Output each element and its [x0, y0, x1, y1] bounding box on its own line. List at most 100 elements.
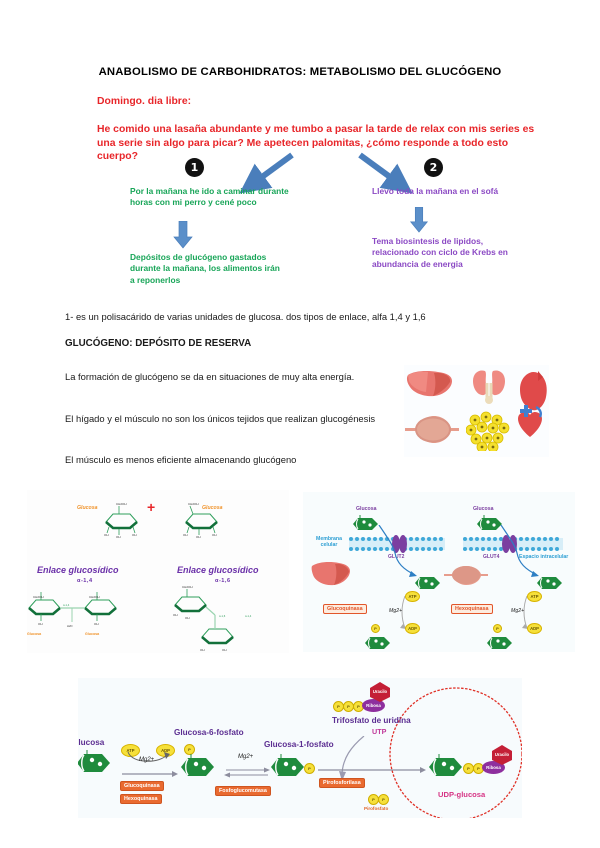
hexose-udp-glucosa: [429, 754, 462, 776]
cofactor-arc-right: [522, 595, 528, 629]
enzyme-hexoquinasa: Hexoquinasa: [451, 604, 493, 614]
note-musculo: El músculo es menos eficiente almacenand…: [65, 454, 297, 465]
glucose-label-right: Glucosa: [473, 506, 494, 512]
phosphate-g1p: P: [304, 763, 315, 774]
svg-text:CH2OH: CH2OH: [33, 595, 44, 599]
kidneys-organ: [473, 370, 505, 404]
hexose-g1p: [271, 754, 304, 776]
branch-one-conclusion: Depósitos de glucógeno gastados durante …: [130, 252, 280, 285]
hexose-left-phosphorylated: [365, 637, 390, 649]
intracellular-space-label: Espacio intracelular: [519, 554, 569, 560]
adp-node-right: ADP: [527, 623, 542, 634]
disaccharide-alpha-1-4: CH2OH CH2OH α-1,4 OH OH H2O Glucosa Gluc…: [27, 592, 117, 636]
glucose-label-top-left: Glucosa: [77, 505, 98, 511]
svg-text:OH: OH: [222, 648, 227, 652]
svg-text:H2O: H2O: [67, 624, 73, 628]
cofactor-label-left: Mg2+: [389, 608, 403, 614]
svg-text:Glucosa: Glucosa: [27, 632, 42, 636]
muscle-organ-small: [444, 566, 488, 585]
hexose-right-phosphorylated: [487, 637, 512, 649]
reaction-arrow-3: [318, 767, 426, 773]
muscle-organ: [405, 416, 459, 443]
pyranose-ring-top-right: CH2OH OH OH OH: [183, 502, 218, 538]
svg-text:Glucosa: Glucosa: [85, 632, 100, 636]
fat-cells: [466, 411, 510, 451]
heart-organ: [518, 371, 547, 437]
branch-two-premise: Llevo toda la mañana en el sofá: [372, 186, 499, 196]
bond-label-alpha-1-4: Enlace glucosídico: [37, 565, 119, 575]
section-heading-reserva: GLUCÓGENO: DEPÓSITO DE RESERVA: [65, 338, 252, 349]
svg-text:CH2OH: CH2OH: [182, 585, 193, 589]
pyrophosphate-label: Pirofosfato: [364, 806, 389, 811]
ribose-utp: Ribosa: [362, 699, 385, 712]
note-higado: El hígado y el músculo no son los únicos…: [65, 413, 376, 424]
phosphate-g6p: P: [184, 744, 195, 755]
svg-text:OH: OH: [173, 613, 178, 617]
uracil-udp-shape: [492, 745, 512, 765]
pyrophosphate-p2: P: [378, 794, 389, 805]
cofactor-mg-2: Mg2+: [238, 754, 254, 760]
svg-text:OH: OH: [104, 533, 109, 537]
svg-text:OH: OH: [200, 648, 205, 652]
svg-text:CH2OH: CH2OH: [188, 502, 199, 506]
branch-number-1: 1: [185, 158, 204, 177]
svg-text:α-1,6: α-1,6: [219, 614, 226, 618]
cofactor-arc-left: [400, 595, 406, 629]
branch-one-arrow: [173, 221, 193, 249]
cofactor-arc-pathway-1: [127, 752, 170, 762]
bond-label-alpha-1-6: Enlace glucosídico: [177, 565, 259, 575]
figure-glycosidic-bonds: + Glucosa Glucosa CH2OH OH OH OH CH2OH O…: [27, 490, 289, 653]
transport-arrow-left: [378, 525, 417, 577]
svg-text:OH: OH: [94, 622, 99, 626]
uracil-utp-shape: [370, 682, 390, 702]
svg-text:OH: OH: [185, 616, 190, 620]
metabolite-g1p: Glucosa-1-fosfato: [264, 740, 334, 749]
utp-full-name: Trifosfato de uridina: [332, 716, 411, 725]
diagonal-arrow-left: [240, 152, 294, 194]
liver-organ-small: [311, 562, 350, 586]
disaccharide-alpha-1-6: CH2OH OH OH α-1,6 α-1,4 OH OH: [173, 585, 252, 652]
note-polysaccharide: 1- es un polisacárido de varias unidades…: [65, 311, 426, 322]
phosphate-right: P: [493, 624, 502, 633]
page-title: ANABOLISMO DE CARBOHIDRATOS: METABOLISMO…: [98, 66, 502, 78]
uracil-udp-label: Uracilo: [494, 751, 510, 757]
glucose-label-top-right: Glucosa: [202, 505, 223, 511]
phosphate-left: P: [371, 624, 380, 633]
svg-text:α-1,4: α-1,4: [63, 603, 70, 607]
hexose-right-outside: [477, 515, 502, 530]
branch-number-2: 2: [424, 158, 443, 177]
hexose-g6p: [181, 754, 214, 776]
intro-body-text: He comido una lasaña abundante y me tumb…: [97, 124, 535, 163]
utp-input-arrow: [339, 736, 365, 781]
svg-text:OH: OH: [183, 533, 188, 537]
svg-text:OH: OH: [196, 535, 201, 538]
enzyme-hexoquinasa-pathway: Hexoquinasa: [120, 794, 162, 804]
atp-node-right: ATP: [527, 591, 542, 602]
transport-arrow-right: [500, 525, 539, 577]
metabolite-glucosa: Glucosa: [78, 738, 105, 747]
pyranose-ring-top-left: CH2OH OH OH OH: [104, 502, 138, 538]
svg-text:CH2OH: CH2OH: [89, 595, 100, 599]
enzyme-glucoquinasa-pathway: Glucoquinasa: [120, 781, 164, 791]
metabolite-g6p: Glucosa-6-fosfato: [174, 728, 244, 737]
note-formacion: La formación de glucógeno se da en situa…: [65, 371, 355, 382]
glucose-label-left: Glucosa: [356, 506, 377, 512]
membrane-label: Membrana celular: [316, 536, 342, 548]
enzyme-fosfoglucomutasa: Fosfoglucomutasa: [215, 786, 271, 796]
svg-text:CH2OH: CH2OH: [116, 502, 127, 506]
bond-sub-alpha-1-4: α-1,4: [77, 578, 93, 584]
transporter-label-glut4: GLUT4: [483, 554, 500, 560]
cofactor-mg-1: Mg2+: [139, 757, 155, 763]
cofactor-label-right: Mg2+: [511, 608, 525, 614]
liver-organ: [406, 371, 452, 397]
svg-text:α-1,4: α-1,4: [245, 614, 252, 618]
organ-illustration-group: [404, 365, 549, 457]
figure-glucose-transport: Glucosa Membrana celular GLUT2: [303, 492, 575, 652]
intro-subtitle: Domingo. dia libre:: [97, 96, 192, 107]
enzyme-pirofosforilasa: Pirofosforilasa: [319, 778, 365, 788]
diagonal-arrow-right: [358, 152, 412, 194]
ribose-udp: Ribosa: [482, 761, 505, 774]
atp-node-left: ATP: [405, 591, 420, 602]
product-udp-glucosa: UDP-glucosa: [438, 790, 486, 799]
